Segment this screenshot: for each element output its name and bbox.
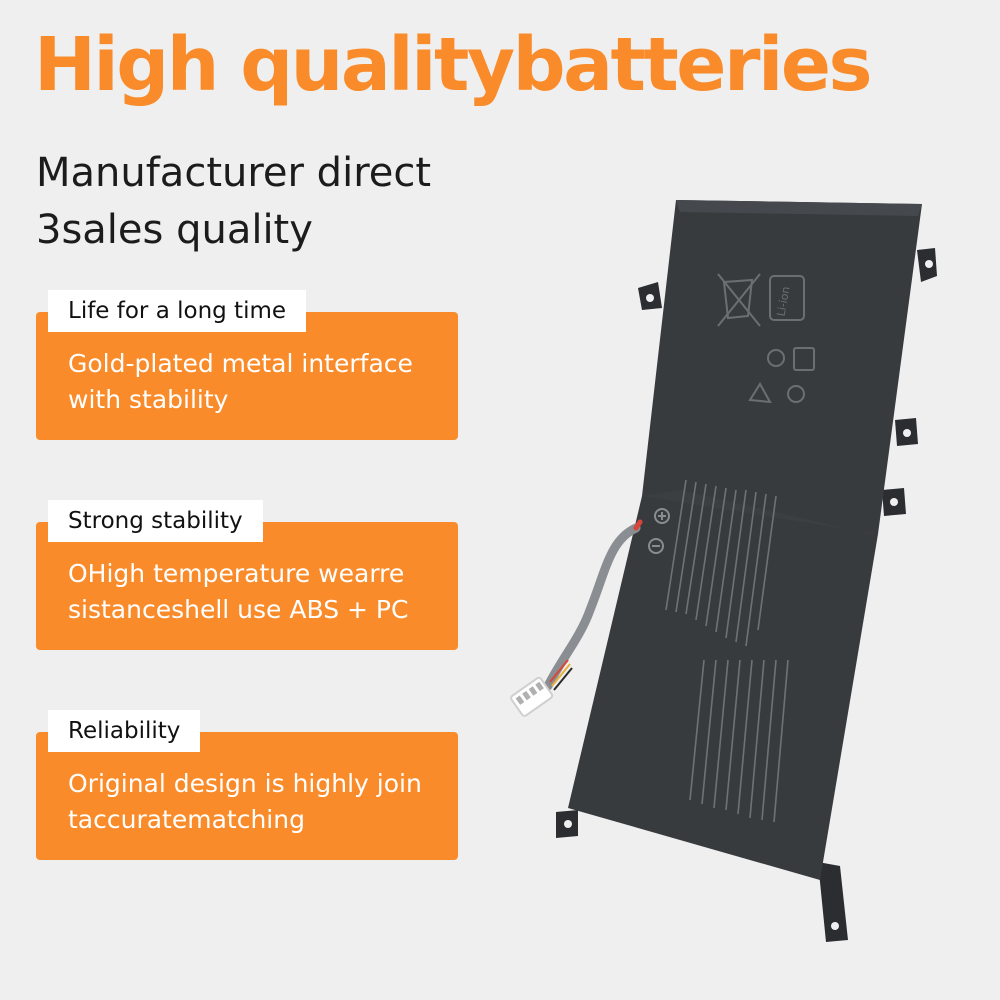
- feature-tab-label: Reliability: [48, 710, 201, 752]
- feature-box: OHigh temperature wearre sistanceshell u…: [36, 522, 458, 650]
- battery-step-edge: [642, 490, 878, 534]
- mounting-tab-bottom-right: [818, 862, 848, 942]
- feature-description: Gold-plated metal interface with stabili…: [68, 349, 413, 414]
- feature-description: OHigh temperature wearre sistanceshell u…: [68, 559, 409, 624]
- weee-bin-icon: [717, 273, 761, 327]
- laptop-battery-image: Li-ion: [510, 200, 937, 942]
- battery-label-text: [665, 479, 789, 823]
- mounting-tab-top-left: [638, 282, 662, 310]
- battery-top-edge: [676, 200, 922, 216]
- svg-text:Li-ion: Li-ion: [775, 286, 793, 318]
- battery-body: [568, 200, 922, 880]
- battery-connector: [510, 676, 554, 717]
- headline: High qualitybatteries: [34, 22, 873, 108]
- subheadline-line-1: Manufacturer direct: [36, 150, 432, 196]
- mounting-tab-top-right: [917, 248, 937, 282]
- feature-description: Original design is highly join taccurate…: [68, 769, 422, 834]
- feature-box: Gold-plated metal interface with stabili…: [36, 312, 458, 440]
- mounting-tab-mid-right-1: [895, 418, 918, 446]
- mounting-tab-mid-right-2: [882, 488, 906, 516]
- feature-box: Original design is highly join taccurate…: [36, 732, 458, 860]
- mounting-tab-bottom-left: [556, 810, 578, 838]
- cable-wires: [549, 659, 573, 691]
- certification-icons: [748, 347, 815, 404]
- polarity-icons: [648, 508, 670, 554]
- li-ion-recycle-icon: Li-ion: [769, 275, 805, 321]
- subheadline-line-2: 3sales quality: [36, 207, 313, 253]
- feature-tab-label: Life for a long time: [48, 290, 307, 332]
- feature-tab-label: Strong stability: [48, 500, 263, 542]
- battery-cable: [543, 523, 641, 691]
